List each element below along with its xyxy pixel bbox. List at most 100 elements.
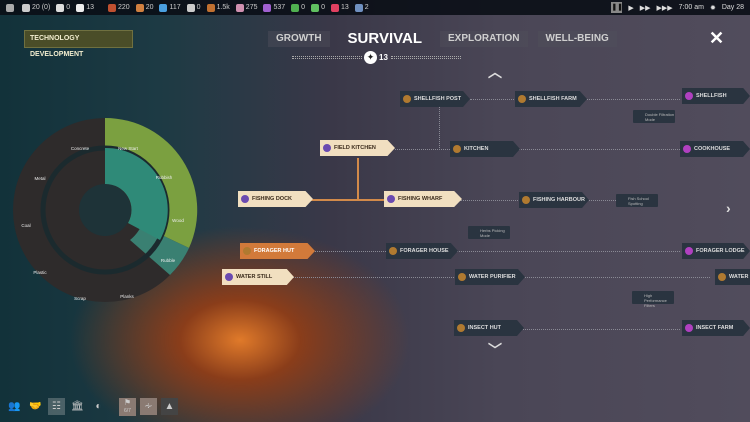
tech-node-insect-farm[interactable]: Insect Farm <box>682 320 750 336</box>
bottom-toolbar: 👥 🤝 ☷ 🏛 ◐ ⚑6/7 ∻ ▲ <box>6 398 178 416</box>
resource-icon <box>518 95 526 103</box>
wheel-item-new-start[interactable]: New Start <box>118 146 138 151</box>
wheel-item-scrap[interactable]: Scrap <box>74 296 86 301</box>
mode-label: Fish School Spotting <box>628 196 649 206</box>
tech-node-shellfish-center[interactable]: Shellfish Farming Center <box>682 88 750 104</box>
tech-points: 13 <box>379 53 388 62</box>
wheel-item-rubbish[interactable]: Rubbish <box>155 175 173 180</box>
tech-node-fishing-wharf[interactable]: Fishing Wharf <box>384 191 462 207</box>
mode-double-filtration[interactable]: Double Filtration Mode <box>633 110 675 123</box>
play-button[interactable]: ▶ <box>628 4 634 12</box>
resource-icon <box>403 95 411 103</box>
progress-ruler <box>292 56 362 59</box>
close-button[interactable]: ✕ <box>709 28 725 48</box>
resource-value: 20 (0) <box>32 4 51 11</box>
mode-high-filters[interactable]: High Performance Filters <box>632 291 674 308</box>
mode-label: Double Filtration Mode <box>645 112 675 122</box>
tech-node-field-kitchen[interactable]: Field Kitchen <box>320 140 395 156</box>
injury-icon <box>330 3 339 12</box>
resource-population: 20 (0) <box>22 3 51 12</box>
resource-meal: 20 <box>135 3 153 12</box>
policy-button[interactable]: 🏛 <box>71 401 84 412</box>
tech-tree-button[interactable]: ☷ <box>48 398 65 415</box>
mode-fish-school[interactable]: Fish School Spotting <box>616 194 658 207</box>
tech-node-kitchen[interactable]: Kitchen <box>450 141 520 157</box>
tech-node-insect-hut[interactable]: Insect Hut <box>454 320 524 336</box>
mode-label: High Performance Filters <box>644 293 667 308</box>
trade-button[interactable]: 🤝 <box>29 401 42 412</box>
wheel-item-rubble[interactable]: Rubble <box>160 258 176 263</box>
tech-node-fishing-dock[interactable]: Fishing Dock <box>238 191 313 207</box>
tech-node-shellfish-post[interactable]: Shellfish Post <box>400 91 470 107</box>
tech-node-shellfish-farm[interactable]: Shellfish Farm <box>515 91 587 107</box>
population-button[interactable]: 👥 <box>8 401 21 412</box>
node-label: Water Still <box>236 274 273 280</box>
scroll-right-button[interactable]: › <box>726 200 731 216</box>
resource-icon <box>453 145 461 153</box>
node-label: Water Purifier <box>469 274 516 280</box>
day-counter: Day 28 <box>721 4 744 11</box>
tech-node-water-still[interactable]: Water Still <box>222 269 294 285</box>
wheel-item-wood[interactable]: Wood <box>172 218 184 223</box>
wheel-item-plastic[interactable]: Plastic <box>33 270 47 275</box>
resource-icon <box>241 195 249 203</box>
tech-node-forager-lodge[interactable]: Forager Lodge <box>682 243 750 259</box>
wood-icon <box>206 3 215 12</box>
node-label: Shellfish Post <box>414 96 462 102</box>
tech-node-forager-hut[interactable]: Forager Hut <box>240 243 315 259</box>
connector <box>439 100 440 150</box>
resource-icon <box>685 92 693 100</box>
resource-happiness: 0 <box>291 3 306 12</box>
mode-label: Herbs Picking Mode <box>480 228 505 238</box>
resource-icon <box>225 273 233 281</box>
scroll-down-button[interactable]: ﹀ <box>488 342 502 358</box>
node-label: Field Kitchen <box>334 145 376 151</box>
time-controls: ❚❚ ▶ ▶▶ ▶▶▶ 7:00 am ✹ Day 28 <box>611 2 744 13</box>
resource-value: 13 <box>86 4 94 11</box>
resource-value: 0 <box>321 4 325 11</box>
connector <box>357 158 359 201</box>
money-icon <box>311 3 320 12</box>
mode-herbs-picking[interactable]: Herbs Picking Mode <box>468 226 510 239</box>
road-button[interactable]: ▲ <box>161 398 178 415</box>
pause-button[interactable]: ❚❚ <box>611 2 624 13</box>
tab-well-being[interactable]: Well-Being <box>537 31 617 47</box>
goals-badge: 6/7 <box>124 408 131 414</box>
wheel-item-metal[interactable]: Metal <box>34 176 46 181</box>
explore-button[interactable]: ◐ <box>95 401 102 412</box>
resource-sick: 0 <box>56 3 71 12</box>
resource-value: 220 <box>118 4 130 11</box>
health-icon <box>76 3 85 12</box>
tech-node-water-purifier[interactable]: Water Purifier <box>455 269 525 285</box>
goals-button[interactable]: ⚑6/7 <box>119 398 136 416</box>
tech-node-water-treatment[interactable]: Water Treatment <box>715 269 750 285</box>
resource-food: 220 <box>108 3 130 12</box>
tab-survival[interactable]: Survival <box>347 30 423 47</box>
category-tabs: Growth Survival Exploration Well-Being <box>268 29 617 49</box>
resource-water: 117 <box>159 3 181 12</box>
wheel-item-coal[interactable]: Coal <box>21 223 31 228</box>
tech-node-fishing-harbour[interactable]: Fishing Harbour <box>519 192 589 208</box>
tech-node-cookhouse[interactable]: Cookhouse <box>680 141 750 157</box>
fastest-button[interactable]: ▶▶▶ <box>656 4 673 12</box>
fast-button[interactable]: ▶▶ <box>639 4 651 12</box>
node-label: Forager Lodge <box>696 248 745 254</box>
node-label: Shellfish Farming Center <box>696 93 746 115</box>
gear-icon <box>6 3 14 12</box>
resource-value: 0 <box>66 4 71 11</box>
tab-growth[interactable]: Growth <box>268 31 330 47</box>
node-label: Shellfish Farm <box>529 96 577 102</box>
resource-value: 0 <box>301 4 306 11</box>
tech-node-forager-house[interactable]: Forager House <box>386 243 458 259</box>
node-label: Kitchen <box>464 146 489 152</box>
resource-health: 13 <box>76 3 94 12</box>
research-button[interactable]: ∻ <box>140 398 157 415</box>
wheel-item-planks[interactable]: Planks <box>120 294 134 299</box>
population-icon <box>22 3 30 12</box>
scroll-up-button[interactable]: ︿ <box>488 64 502 80</box>
tab-exploration[interactable]: Exploration <box>440 31 528 47</box>
resource-icon <box>458 273 466 281</box>
wheel-item-concrete[interactable]: Concrete <box>70 146 90 151</box>
happiness-icon <box>291 3 300 12</box>
resource-wheel <box>13 117 198 302</box>
